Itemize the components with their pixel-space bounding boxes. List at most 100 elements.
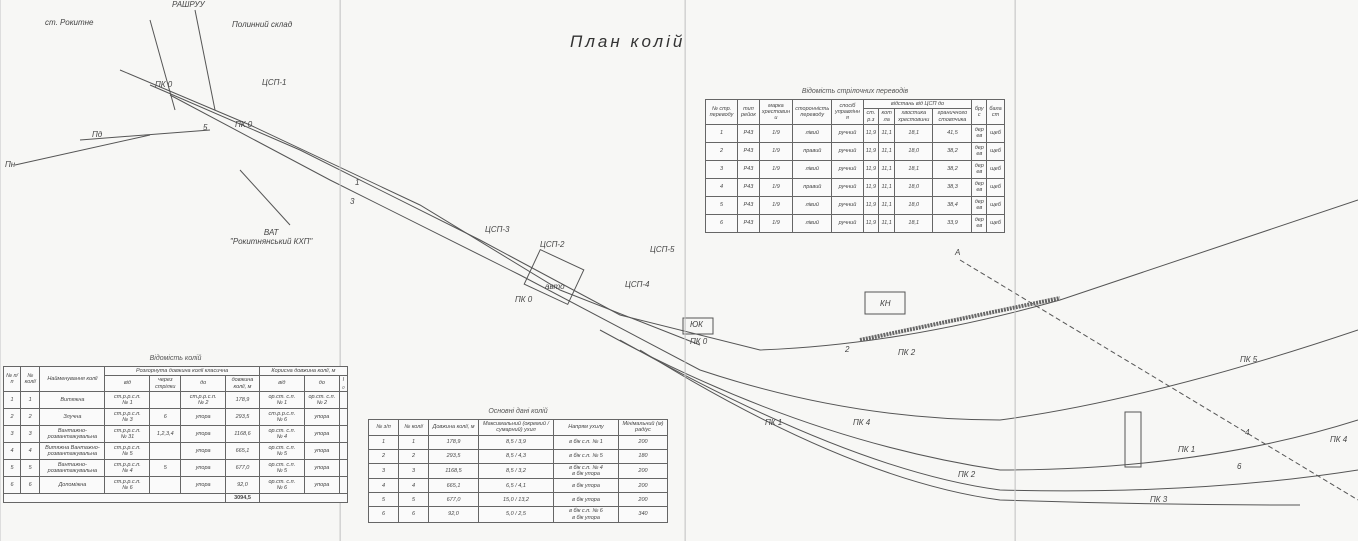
table-cell: 2 [368,448,399,464]
table-cell: 38,2 [932,159,973,179]
table-cell: 3 [398,462,429,480]
table-cell: ст.р.р.с.п. № 6 [104,475,151,494]
table-cell: 11,1 [878,123,896,143]
table-cell: Р43 [737,123,760,143]
table-cell: 11,9 [862,213,880,233]
table-cell: ручний [831,177,864,197]
table-cell: 1 [705,123,738,143]
point-a-label: A [955,248,961,257]
table-cell: Р43 [737,213,760,233]
table-cell: в бік упора [553,492,619,508]
table-cell: ручний [831,195,864,215]
table-cell: 2 [705,141,738,161]
table-cell: 180 [618,448,668,464]
track-6 [639,349,1301,506]
col-header: хвостика хрестовини [894,108,934,125]
table-cell: 4 [2,441,22,460]
table-cell: 677,0 [428,492,479,508]
table-cell: 178,9 [428,434,479,450]
station-label: ст. Рокитне [45,18,94,27]
table-cell: 11,1 [878,159,896,179]
table-cell: 665,1 [225,441,260,460]
table-cell: 5 [149,458,182,477]
table-cell [149,390,182,409]
csp-label: ЦСП-4 [625,280,650,289]
building-kn [864,291,906,315]
table-cell: 1/9 [758,141,794,161]
table-cell: дерев [971,141,988,161]
table-cell: 1168,6 [225,424,260,443]
table-cell: 6 [398,506,429,523]
table-cell: щеб [986,177,1005,197]
tracks-caption: Відомість колій [149,355,202,362]
warehouse-label: Полинний склад [232,20,293,29]
col-header: ст.р.з [862,108,880,125]
table-cell: 340 [618,506,668,523]
table-cell: 38,3 [932,177,973,197]
table-cell: 5 [368,492,399,508]
col-header: відстань від ЦСП до [862,98,973,110]
table-cell: ст.р.р.с.п. № 2 [180,390,227,409]
table-cell: щеб [986,123,1005,143]
table-cell: 41,5 [932,123,973,143]
table-cell: 11,9 [862,123,880,143]
table-cell: 18,0 [894,141,934,161]
table-cell: 4 [20,441,41,460]
table-cell: упора [303,407,340,426]
col-header: тип рейок [737,99,760,125]
table-cell: 1/9 [758,195,794,215]
track-number: 2 [845,345,850,354]
table-cell [338,424,349,443]
table-cell: в бік с.п. № 5 [553,448,619,464]
table-cell: 6 [149,407,182,426]
table-cell: 200 [618,462,668,480]
table-cell: ручний [831,141,864,161]
table-cell: 6 [2,475,22,494]
table-cell: Вантажно- розвантажувальна [39,424,106,443]
table-cell: ст.р.р.с.п. № 4 [104,458,151,477]
col-header: № стр. переводу [705,99,738,125]
pk-label: ПК 2 [898,348,916,357]
building [523,248,585,306]
col-header: № з/п [368,419,399,436]
csp-label: ЦСП-3 [485,225,510,234]
col-header: Корисна довжина колії, м [258,365,349,377]
table-cell: Р43 [737,159,760,179]
table-cell: 1168,5 [428,462,479,480]
table-cell: упора [180,458,227,477]
table-cell: 8,5 / 3,9 [478,434,554,450]
pk-label: ПК 0 [690,337,708,346]
col-header: № п/п [2,366,22,392]
table-cell: лівий [792,159,833,179]
table-cell: в бік с.п. № 6 в бік упора [553,506,619,523]
table-cell: правий [792,177,833,197]
table-cell: 6,5 / 4,1 [478,478,554,494]
sheet-panel [1015,0,1358,541]
table-cell: лівий [792,213,833,233]
col-header: l₀ [338,375,349,392]
table-cell: упора [180,407,227,426]
table-cell: Р43 [737,141,760,161]
table-cell: 4 [705,177,738,197]
table-cell: Витяжна [39,390,106,409]
col-header: № колії [20,366,41,392]
pk-label: ПК 4 [853,418,871,427]
pk-label: ПК 1 [765,418,783,427]
table-cell: 677,0 [225,458,260,477]
table-cell: дерев [971,177,988,197]
col-header: Максимальний (окремий / сумарний) ухил [478,419,554,436]
north-arrow [14,134,151,166]
track-number: 3 [350,197,355,206]
table-cell: 1/9 [758,123,794,143]
col-header: від [104,375,151,392]
table-cell: 11,1 [878,195,896,215]
table-cell: 18,0 [894,195,934,215]
table-cell: 38,2 [932,141,973,161]
